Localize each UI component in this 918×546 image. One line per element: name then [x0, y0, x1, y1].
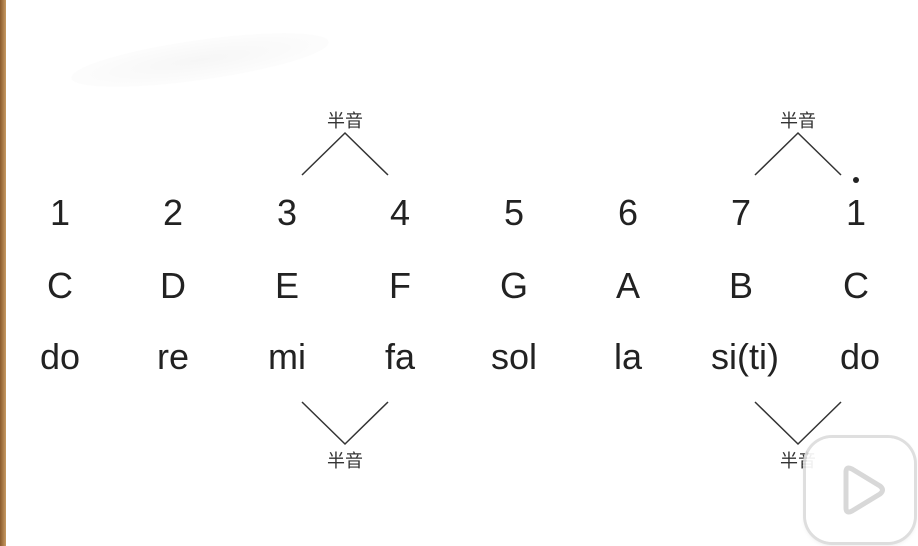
letter-note: E	[274, 265, 299, 306]
number-note: 7	[730, 192, 752, 233]
semitone-bracket-e-f-bottom	[301, 401, 389, 446]
number-note: 3	[276, 192, 298, 233]
number-note-high-octave: 1	[845, 192, 867, 233]
letter-note: G	[499, 265, 528, 306]
letter-note: B	[728, 265, 753, 306]
play-icon	[843, 465, 885, 515]
number-note: 6	[617, 192, 639, 233]
solfege-syllable: la	[613, 336, 643, 377]
letter-notation-row: C D E F G A B C	[0, 256, 918, 316]
solfege-syllable: do	[839, 336, 881, 377]
semitone-label-top-b-c: 半音	[780, 111, 816, 131]
letter-note: A	[615, 265, 640, 306]
semitone-bracket-b-c-bottom	[754, 401, 842, 446]
number-note: 2	[162, 192, 184, 233]
solfege-syllable: fa	[384, 336, 416, 377]
play-button[interactable]	[806, 438, 914, 542]
letter-note: C	[47, 265, 73, 306]
solfege-syllable: mi	[268, 336, 306, 377]
semitone-bracket-e-f-top	[301, 131, 389, 176]
solfege-syllable: sol	[490, 336, 538, 377]
semitone-bracket-b-c-top	[754, 131, 842, 176]
solfege-syllable: do	[39, 336, 81, 377]
left-edge-strip	[0, 0, 6, 546]
number-note: 4	[389, 192, 411, 233]
number-note: 5	[503, 192, 525, 233]
letter-note: C	[843, 265, 869, 306]
number-note: 1	[49, 192, 71, 233]
letter-note: D	[160, 265, 186, 306]
solfege-row: do re mi fa sol la si(ti) do	[0, 327, 918, 387]
semitone-label-top-e-f: 半音	[327, 111, 363, 131]
semitone-label-bottom-e-f: 半音	[327, 451, 363, 471]
solfege-syllable: si(ti)	[711, 336, 779, 377]
solfege-syllable: re	[156, 336, 189, 377]
number-notation-row: 1 2 3 4 5 6 7 1	[0, 183, 918, 243]
dot-icon	[853, 177, 859, 183]
letter-note: F	[389, 265, 411, 306]
